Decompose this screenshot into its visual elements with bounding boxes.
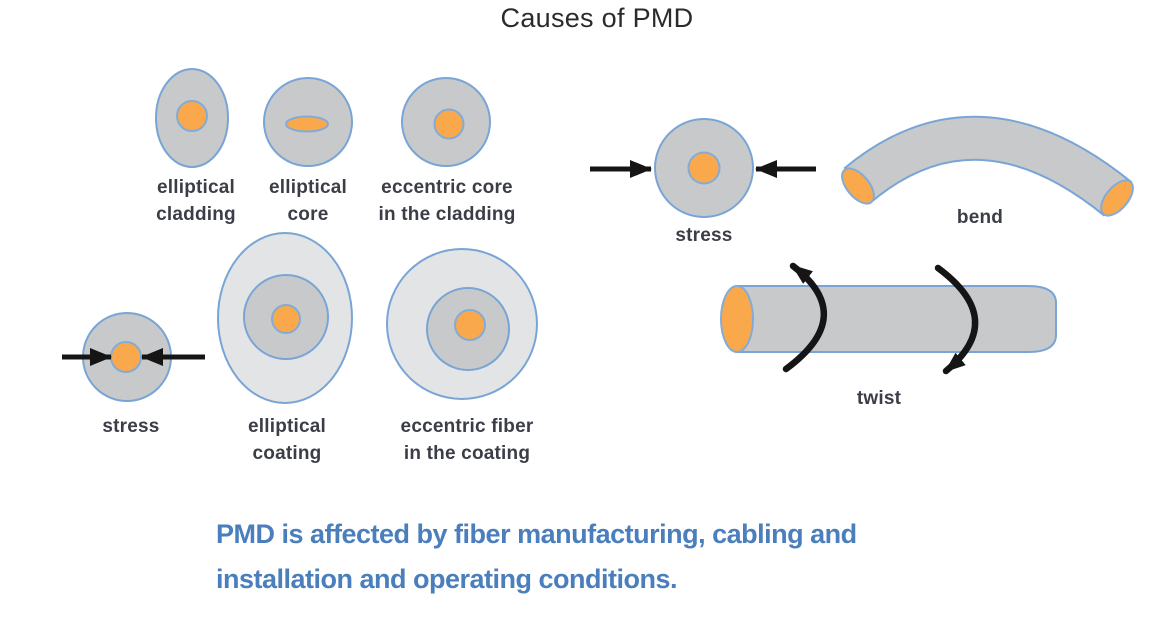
eccentric-fiber-diagram [386, 248, 538, 400]
fiber-end-left [841, 167, 875, 205]
label-stress-left: stress [71, 413, 191, 440]
twist-arrow-right-icon [934, 264, 979, 375]
label-eccentric-fiber: eccentric fiber in the coating [387, 413, 547, 467]
label-line: eccentric fiber [400, 416, 534, 437]
elliptical-fiber-core [285, 115, 329, 133]
fiber-cylinder [736, 285, 1057, 353]
label-twist: twist [819, 385, 939, 412]
label-bend: bend [920, 204, 1040, 231]
label-line: in the cladding [378, 204, 516, 225]
label-line: twist [856, 388, 902, 409]
label-line: core [287, 204, 329, 225]
fiber-core [454, 309, 486, 341]
figure-title: Causes of PMD [500, 3, 694, 33]
fiber-core [110, 341, 142, 373]
fiber-core [687, 151, 721, 185]
offset-fiber-core [433, 108, 465, 140]
label-elliptical-cladding: elliptical cladding [136, 174, 256, 228]
twist-diagram [720, 262, 1057, 375]
label-line: elliptical [156, 177, 236, 198]
label-line: stress [102, 416, 160, 437]
twist-arrow-left-icon [782, 262, 828, 373]
label-elliptical-core: elliptical core [248, 174, 368, 228]
label-line: stress [675, 225, 733, 246]
caption-line-1: PMD is affected by fiber manufacturing, … [216, 519, 857, 549]
label-line: elliptical [247, 416, 327, 437]
label-stress-right: stress [644, 222, 764, 249]
caption-line-2: installation and operating conditions. [216, 564, 678, 594]
label-line: bend [956, 207, 1004, 228]
label-line: coating [252, 443, 322, 464]
label-line: eccentric core [381, 177, 513, 198]
fiber-end-left [720, 285, 754, 353]
label-elliptical-coating: elliptical coating [227, 413, 347, 467]
bend-diagram [841, 115, 1134, 217]
fiber-core [176, 100, 208, 132]
fiber-core [271, 304, 301, 334]
figure-caption: PMD is affected by fiber manufacturing, … [216, 512, 857, 602]
stress-left-diagram [62, 312, 205, 402]
fiber-end-right [1100, 179, 1134, 217]
label-line: cladding [156, 204, 236, 225]
label-line: in the coating [403, 443, 531, 464]
eccentric-core-diagram [401, 77, 491, 167]
elliptical-core-diagram [263, 77, 353, 167]
label-line: elliptical [268, 177, 348, 198]
bent-fiber-body [844, 117, 1131, 215]
label-eccentric-core: eccentric core in the cladding [367, 174, 527, 228]
stress-right-diagram [590, 118, 816, 218]
elliptical-cladding-diagram [155, 68, 229, 168]
elliptical-coating-diagram [217, 232, 353, 404]
